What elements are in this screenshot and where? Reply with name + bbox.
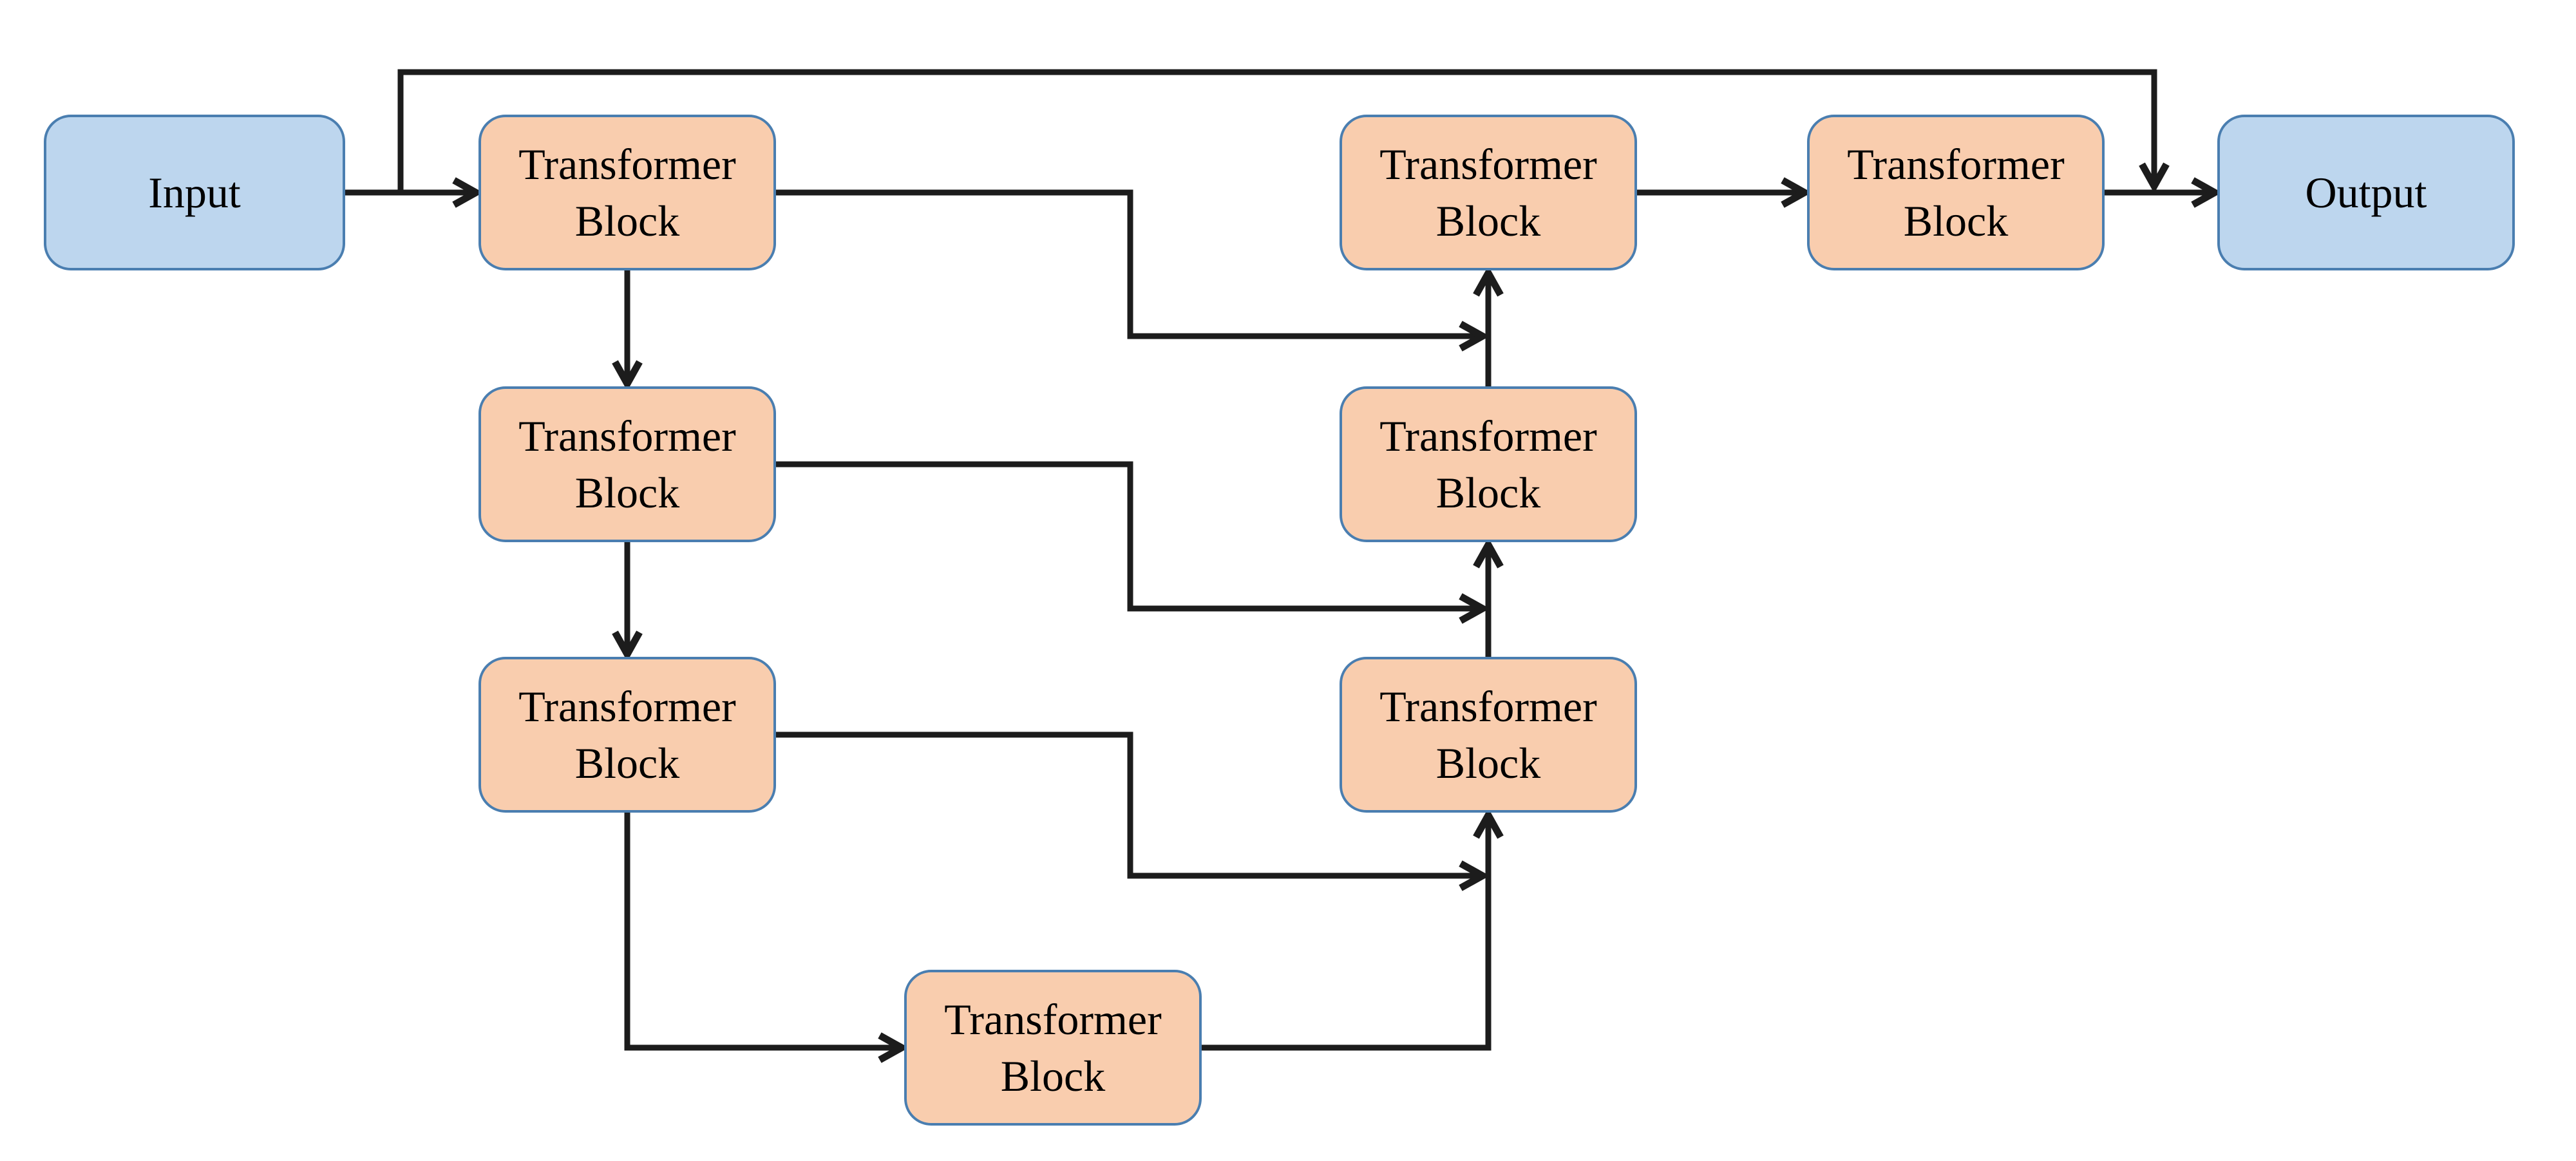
node-decoder-block-1: Transformer Block (1340, 115, 1637, 270)
node-final-block: Transformer Block (1807, 115, 2105, 270)
node-output-label: Output (2305, 167, 2427, 217)
node-encoder-block-3-label: Transformer Block (518, 681, 736, 788)
node-final-block-label: Transformer Block (1847, 139, 2065, 245)
node-decoder-block-3: Transformer Block (1340, 657, 1637, 813)
node-encoder-block-1-label: Transformer Block (518, 139, 736, 245)
node-decoder-block-1-label: Transformer Block (1379, 139, 1597, 245)
node-encoder-block-1: Transformer Block (478, 115, 776, 270)
node-bottleneck-block: Transformer Block (904, 970, 1202, 1126)
edge-skip-encoder-1-to-decoder-1 (776, 189, 1490, 352)
edge-bottleneck-to-decoder-3 (1202, 807, 1504, 1051)
node-output: Output (2217, 115, 2515, 270)
node-input: Input (44, 115, 345, 270)
node-encoder-block-2-label: Transformer Block (518, 411, 736, 517)
edge-skip-encoder-3-to-decoder-3 (776, 732, 1490, 891)
node-input-label: Input (148, 167, 241, 217)
node-decoder-block-2: Transformer Block (1340, 386, 1637, 542)
edge-encoder-3-to-bottleneck (624, 813, 909, 1063)
node-decoder-block-3-label: Transformer Block (1379, 681, 1597, 788)
node-bottleneck-block-label: Transformer Block (944, 994, 1162, 1100)
edge-input-skip-to-output (397, 69, 2170, 194)
node-encoder-block-3: Transformer Block (478, 657, 776, 813)
node-encoder-block-2: Transformer Block (478, 386, 776, 542)
node-decoder-block-2-label: Transformer Block (1379, 411, 1597, 517)
edge-skip-encoder-2-to-decoder-2 (776, 461, 1490, 624)
